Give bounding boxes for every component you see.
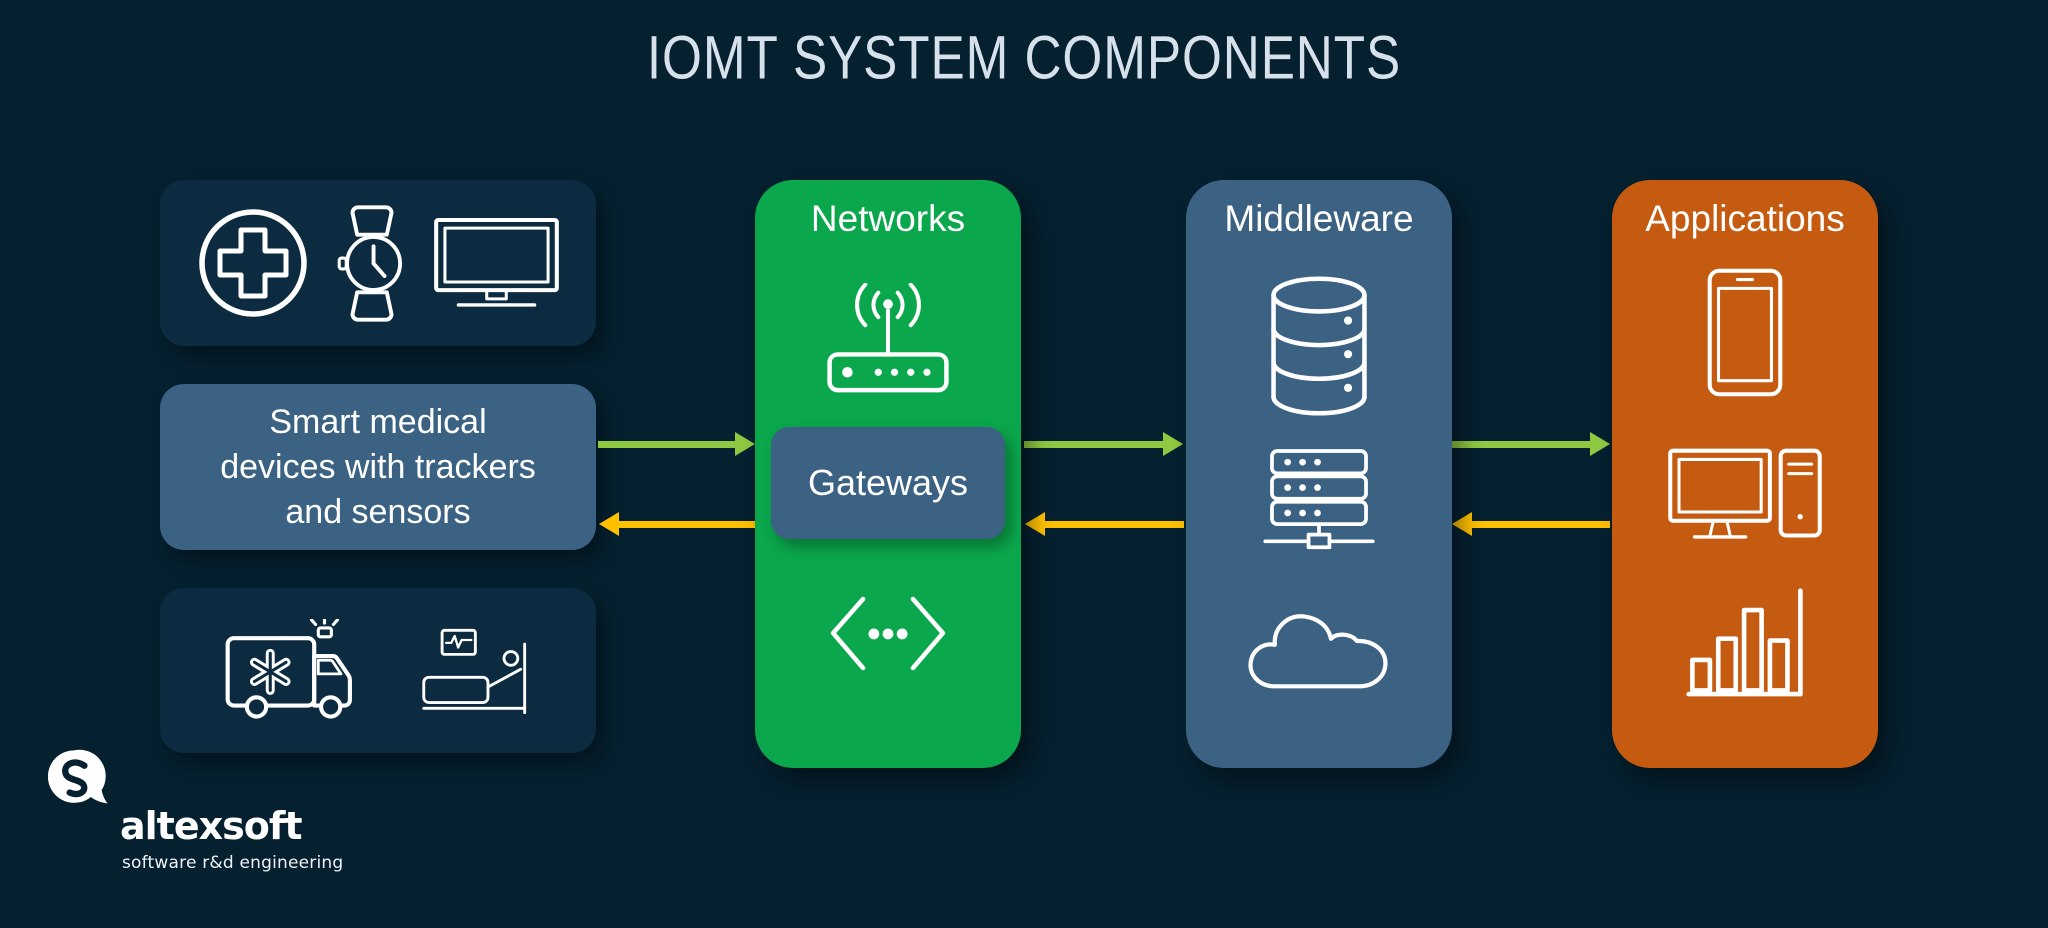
applications-title: Applications — [1645, 198, 1845, 239]
devices-label-line3: and sensors — [285, 492, 471, 531]
arrow-applications-to-middleware — [1452, 512, 1610, 536]
page-title: IOMT SYSTEM COMPONENTS — [646, 23, 1402, 93]
gateways-box: Gateways — [771, 427, 1005, 539]
devices-label-line2: devices with trackers — [220, 447, 536, 486]
altexsoft-logo: altexsoft software r&d engineering — [44, 744, 374, 894]
altexsoft-logo-icon — [47, 749, 108, 804]
bar-chart-icon — [1686, 588, 1803, 697]
medical-cross-icon — [199, 209, 307, 317]
arrow-networks-to-middleware — [1024, 432, 1183, 456]
altexsoft-logo-tagline: software r&d engineering — [122, 853, 344, 873]
desktop-computer-icon — [1668, 448, 1822, 539]
arrow-middleware-to-applications — [1452, 432, 1610, 456]
server-rack-icon — [1263, 449, 1375, 550]
hospital-bed-icon — [421, 628, 526, 714]
devices-icons-top-card — [160, 180, 596, 346]
smartphone-icon — [1707, 268, 1783, 397]
arrow-devices-to-networks — [598, 432, 755, 456]
devices-label-card: Smart medical devices with trackers and … — [160, 384, 596, 550]
devices-label: Smart medical devices with trackers and … — [220, 400, 536, 535]
networks-title: Networks — [810, 198, 966, 239]
applications-column: Applications — [1612, 180, 1878, 768]
database-icon — [1271, 276, 1367, 416]
wifi-router-icon — [827, 283, 949, 393]
tv-monitor-icon — [433, 217, 559, 307]
devices-label-line1: Smart medical — [269, 402, 487, 441]
networks-column: Networks Gateways — [755, 180, 1021, 768]
altexsoft-logo-name: altexsoft — [120, 804, 303, 848]
middleware-column: Middleware — [1186, 180, 1452, 768]
api-brackets-icon — [830, 596, 946, 671]
title-bar: IOMT SYSTEM COMPONENTS — [0, 23, 2048, 93]
arrow-networks-to-devices — [599, 512, 756, 536]
arrow-middleware-to-networks — [1025, 512, 1184, 536]
devices-icons-bottom-card — [160, 588, 596, 753]
gateways-label: Gateways — [807, 462, 969, 503]
cloud-icon — [1248, 614, 1388, 689]
middleware-title: Middleware — [1224, 198, 1414, 239]
smartwatch-icon — [337, 204, 402, 322]
ambulance-icon — [225, 619, 353, 719]
